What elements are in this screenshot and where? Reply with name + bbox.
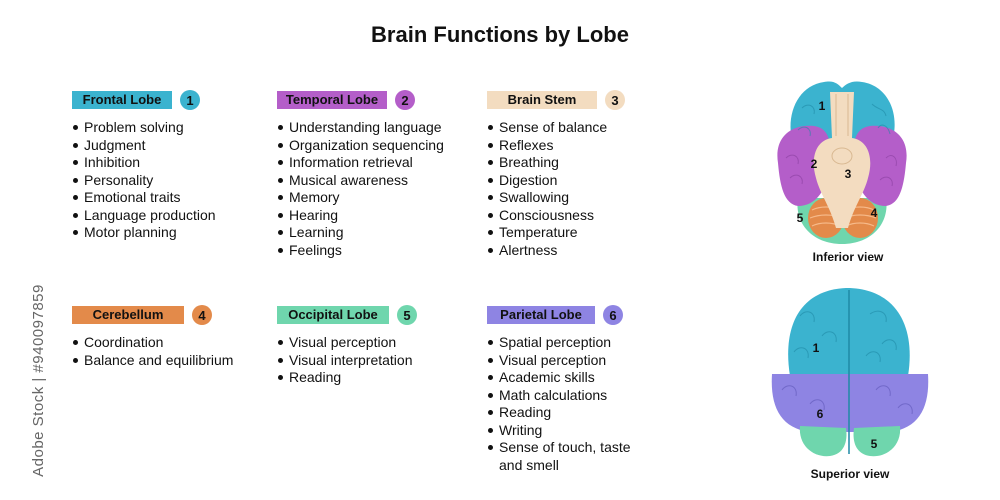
list-item: Personality [72, 172, 272, 190]
lobe-cerebellum: Cerebellum 4 Coordination Balance and eq… [72, 305, 272, 369]
lobe-number: 1 [180, 90, 200, 110]
list-item: Spatial perception [487, 334, 647, 352]
inferior-view-caption: Inferior view [812, 250, 884, 264]
list-item: Visual perception [487, 352, 647, 370]
function-list: Coordination Balance and equilibrium [72, 334, 272, 369]
list-item: Coordination [72, 334, 272, 352]
list-item: Reading [277, 369, 477, 387]
parietal-lobe-region [771, 374, 929, 432]
temporal-lobe-right [853, 125, 907, 206]
list-item: Learning [277, 224, 477, 242]
list-item: Sense of balance [487, 119, 687, 137]
list-item: Breathing [487, 154, 687, 172]
list-item: Reading [487, 404, 647, 422]
region-number: 1 [813, 341, 820, 355]
lobe-parietal: Parietal Lobe 6 Spatial perception Visua… [487, 305, 647, 474]
list-item: Writing [487, 422, 647, 440]
list-item: Information retrieval [277, 154, 477, 172]
occipital-lobe-right [853, 426, 901, 457]
region-number: 1 [819, 99, 826, 113]
list-item: Emotional traits [72, 189, 272, 207]
lobe-label: Occipital Lobe [277, 306, 389, 324]
function-list: Spatial perception Visual perception Aca… [487, 334, 647, 474]
lobe-brain-stem: Brain Stem 3 Sense of balance Reflexes B… [487, 90, 687, 259]
list-item: Temperature [487, 224, 687, 242]
list-item: Sense of touch, taste and smell [487, 439, 647, 474]
list-item: Balance and equilibrium [72, 352, 272, 370]
list-item: Hearing [277, 207, 477, 225]
list-item: Memory [277, 189, 477, 207]
brain-superior-view: 1 6 5 [771, 288, 929, 457]
temporal-lobe-left [777, 125, 831, 206]
lobe-frontal: Frontal Lobe 1 Problem solving Judgment … [72, 90, 272, 242]
region-number: 5 [871, 437, 878, 451]
region-number: 3 [845, 167, 852, 181]
list-item: Visual interpretation [277, 352, 477, 370]
page-title: Brain Functions by Lobe [371, 22, 629, 47]
lobe-label: Cerebellum [72, 306, 184, 324]
brain-stem-region [813, 92, 871, 228]
region-number: 6 [817, 407, 824, 421]
list-item: Digestion [487, 172, 687, 190]
lobe-label: Frontal Lobe [72, 91, 172, 109]
lobe-temporal: Temporal Lobe 2 Understanding language O… [277, 90, 477, 259]
function-list: Sense of balance Reflexes Breathing Dige… [487, 119, 687, 259]
brain-inferior-view: 1 2 3 4 5 [777, 81, 907, 244]
lobe-number: 2 [395, 90, 415, 110]
list-item: Feelings [277, 242, 477, 260]
lobe-label: Temporal Lobe [277, 91, 387, 109]
list-item: Visual perception [277, 334, 477, 352]
lobe-number: 6 [603, 305, 623, 325]
function-list: Problem solving Judgment Inhibition Pers… [72, 119, 272, 242]
lobe-number: 5 [397, 305, 417, 325]
function-list: Visual perception Visual interpretation … [277, 334, 477, 387]
list-item: Language production [72, 207, 272, 225]
list-item: Math calculations [487, 387, 647, 405]
function-list: Understanding language Organization sequ… [277, 119, 477, 259]
lobe-label: Parietal Lobe [487, 306, 595, 324]
region-number: 2 [811, 157, 818, 171]
list-item: Organization sequencing [277, 137, 477, 155]
lobe-number: 3 [605, 90, 625, 110]
list-item: Alertness [487, 242, 687, 260]
lobe-number: 4 [192, 305, 212, 325]
list-item: Academic skills [487, 369, 647, 387]
occipital-lobe-left [799, 426, 847, 457]
list-item: Reflexes [487, 137, 687, 155]
list-item: Musical awareness [277, 172, 477, 190]
list-item: Motor planning [72, 224, 272, 242]
region-number: 4 [871, 206, 878, 220]
list-item: Understanding language [277, 119, 477, 137]
superior-view-caption: Superior view [810, 467, 890, 481]
region-number: 5 [797, 211, 804, 225]
list-item: Inhibition [72, 154, 272, 172]
lobe-label: Brain Stem [487, 91, 597, 109]
list-item: Swallowing [487, 189, 687, 207]
lobe-occipital: Occipital Lobe 5 Visual perception Visua… [277, 305, 477, 387]
stock-watermark: Adobe Stock | #940097859 [29, 284, 47, 477]
list-item: Consciousness [487, 207, 687, 225]
list-item: Problem solving [72, 119, 272, 137]
list-item: Judgment [72, 137, 272, 155]
